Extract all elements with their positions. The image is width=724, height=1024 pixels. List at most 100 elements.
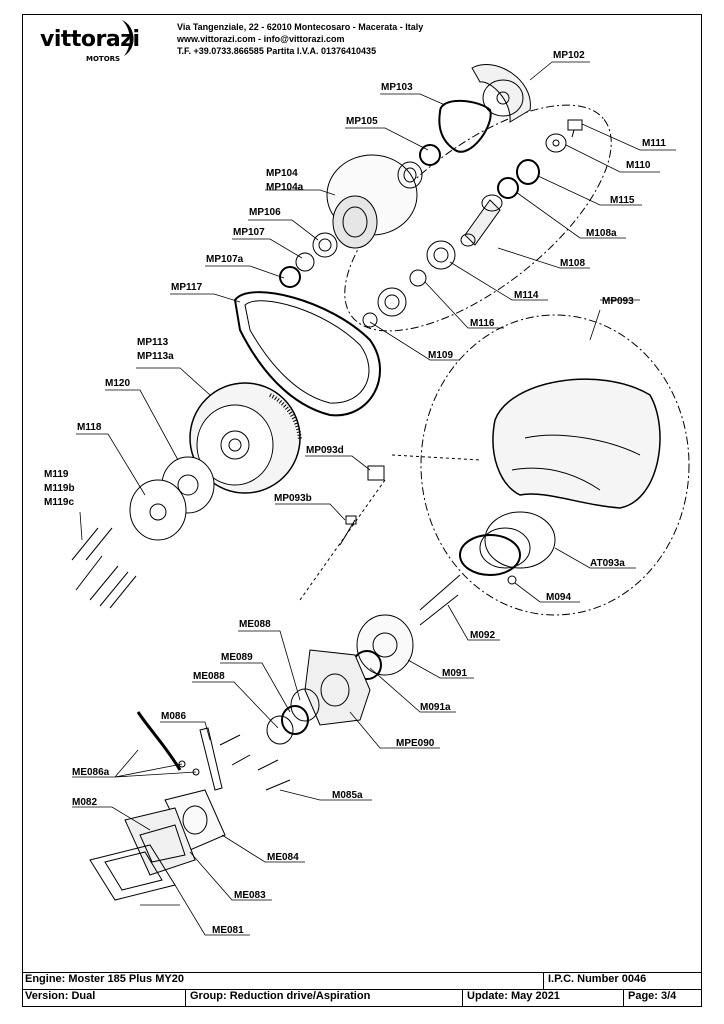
m116-part xyxy=(409,269,427,287)
title-row-1: Engine: Moster 185 Plus MY20 I.P.C. Numb… xyxy=(22,972,702,989)
airbox-group-outline xyxy=(420,314,690,616)
label-m092: M092 xyxy=(470,630,495,641)
label-mp104: MP104 xyxy=(266,168,298,179)
m082-reed-part xyxy=(124,807,196,876)
label-mp104a: MP104a xyxy=(266,182,304,193)
label-mp107: MP107 xyxy=(233,227,265,238)
mp106-part xyxy=(312,232,338,258)
label-mp093b: MP093b xyxy=(274,493,312,504)
title-row-2: Version: Dual Group: Reduction drive/Asp… xyxy=(22,989,702,1006)
m108-shaft-part xyxy=(460,194,503,247)
drawing-frame xyxy=(22,14,702,1007)
label-m091a: M091a xyxy=(420,702,451,713)
logo-wordmark: vittorazi xyxy=(40,27,140,52)
label-mpe090: MPE090 xyxy=(396,738,435,749)
label-m108: M108 xyxy=(560,258,585,269)
version-field: Version: Dual xyxy=(25,990,96,1002)
label-me088-top: ME088 xyxy=(239,619,271,630)
label-me089: ME089 xyxy=(221,652,253,663)
m086-bracket-part xyxy=(136,711,223,791)
m119-bolts-part xyxy=(71,527,137,609)
divider xyxy=(462,990,463,1006)
label-mp105: MP105 xyxy=(346,116,378,127)
label-mp113a: MP113a xyxy=(137,351,174,362)
label-m119c: M119c xyxy=(44,497,74,508)
exploded-view-drawing: MP102 MP103 MP105 M111 M110 MP104 MP104a… xyxy=(44,50,690,936)
m118-part xyxy=(129,479,187,541)
part-labels: MP102 MP103 MP105 M111 M110 MP104 MP104a… xyxy=(44,50,666,936)
mp107a-part xyxy=(279,266,301,288)
logo-emblem-icon xyxy=(122,20,134,56)
mp093b-part xyxy=(339,515,357,546)
label-m109: M109 xyxy=(428,350,453,361)
label-mp106: MP106 xyxy=(249,207,281,218)
label-mp093: MP093 xyxy=(602,296,634,307)
label-me083: ME083 xyxy=(234,890,266,901)
label-m118: M118 xyxy=(77,422,102,433)
m094-clamp-part xyxy=(507,575,517,585)
label-m119b: M119b xyxy=(44,483,75,494)
label-m116: M116 xyxy=(470,318,495,329)
label-m120: M120 xyxy=(105,378,130,389)
m085a-bolts-part xyxy=(219,734,291,791)
engine-field: Engine: Moster 185 Plus MY20 xyxy=(25,973,184,985)
company-phone: T.F. +39.0733.866585 Partita I.V.A. 0137… xyxy=(177,46,377,56)
m108a-part xyxy=(497,177,519,199)
m091-part xyxy=(356,614,414,676)
m115-part xyxy=(516,159,540,185)
label-m114: M114 xyxy=(514,290,539,301)
page-field: Page: 3/4 xyxy=(628,990,677,1002)
m092-bolts-part xyxy=(419,574,461,626)
mp093-airbox-part xyxy=(492,378,661,509)
m114-part xyxy=(426,240,456,270)
title-block: Engine: Moster 185 Plus MY20 I.P.C. Numb… xyxy=(22,972,702,1007)
group-field: Group: Reduction drive/Aspiration xyxy=(190,990,371,1002)
label-m115: M115 xyxy=(610,195,635,206)
mp104-part xyxy=(326,154,423,249)
label-mp107a: MP107a xyxy=(206,254,244,265)
label-m094: M094 xyxy=(546,592,571,603)
label-mp113: MP113 xyxy=(137,337,169,348)
mp102-part xyxy=(471,63,531,123)
mp093d-part xyxy=(367,465,385,481)
label-me081: ME081 xyxy=(212,925,244,936)
mp107-part xyxy=(295,252,315,272)
company-web: www.vittorazi.com - info@vittorazi.com xyxy=(177,34,345,44)
mp105-part xyxy=(419,144,441,166)
logo-subtitle: MOTORS xyxy=(86,55,121,63)
m111-part xyxy=(567,119,583,138)
label-me086a: ME086a xyxy=(72,767,110,778)
label-mp103: MP103 xyxy=(381,82,413,93)
divider xyxy=(623,990,624,1006)
leader-dashed xyxy=(391,454,481,461)
label-m119: M119 xyxy=(44,469,69,480)
mp103-part xyxy=(438,99,492,153)
label-mp102: MP102 xyxy=(553,50,585,61)
m110-part xyxy=(545,133,567,153)
label-m111: M111 xyxy=(642,138,666,149)
mpe090-carb-part xyxy=(304,649,371,726)
label-m082: M082 xyxy=(72,797,97,808)
at093a-part xyxy=(459,511,556,576)
label-mp117: MP117 xyxy=(171,282,203,293)
label-mp093d: MP093d xyxy=(306,445,344,456)
label-m091: M091 xyxy=(442,668,467,679)
label-m086: M086 xyxy=(161,711,186,722)
m109-part xyxy=(362,287,407,328)
label-me088: ME088 xyxy=(193,671,225,682)
label-m110: M110 xyxy=(626,160,651,171)
company-address: Via Tangenziale, 22 - 62010 Montecosaro … xyxy=(177,22,424,32)
mp113-pulley-part xyxy=(189,382,302,494)
me088-gaskets-part xyxy=(266,688,320,745)
divider xyxy=(543,973,544,989)
label-me084: ME084 xyxy=(267,852,299,863)
mp117-belt-part xyxy=(233,291,381,417)
ipc-number-field: I.P.C. Number 0046 xyxy=(548,973,647,985)
label-at093a: AT093a xyxy=(590,558,625,569)
label-m108a: M108a xyxy=(586,228,617,239)
label-m085a: M085a xyxy=(332,790,363,801)
leader-lines xyxy=(72,61,676,936)
divider xyxy=(185,990,186,1006)
update-field: Update: May 2021 xyxy=(467,990,560,1002)
